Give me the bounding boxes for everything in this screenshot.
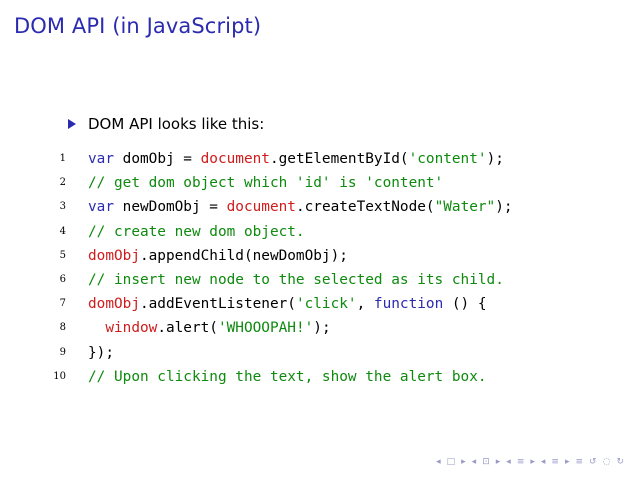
nav-symbol-icon[interactable]: ≡ [575,457,584,467]
line-number: 9 [59,346,66,358]
code-token: // create new dom object. [88,223,305,240]
line-number: 8 [59,322,66,334]
nav-symbol-icon[interactable]: ◂ [471,457,477,467]
code-text: var domObj = document.getElementById('co… [88,147,504,171]
code-token: domObj = [114,151,201,167]
code-line: 9}); [40,341,513,365]
code-token: .createTextNode( [295,199,435,216]
code-token: () { [443,296,487,313]
bullet-text: DOM API looks like this: [88,115,265,133]
code-token: , [356,296,374,313]
code-text: // get dom object which 'id' is 'content… [88,171,443,195]
line-number: 10 [53,370,66,382]
code-token: 'click' [295,296,357,313]
nav-symbol-icon[interactable]: ◂ [506,457,511,467]
code-line: 6 // insert new node to the selected as i… [40,268,513,292]
code-token: "Water" [434,199,496,216]
code-token: document [226,199,296,216]
code-text: domObj.appendChild(newDomObj); [88,244,348,268]
code-token: ); [495,199,513,216]
code-token: ); [486,151,504,167]
nav-symbol-icon[interactable]: ⊡ [482,457,490,467]
code-token: .appendChild(newDomObj); [139,247,348,264]
nav-symbol-icon[interactable]: ▸ [495,457,501,467]
nav-symbol-icon[interactable]: ▸ [530,457,535,467]
code-token: .addEventListener( [139,296,296,313]
code-line: 3 var newDomObj = document.createTextNode… [40,195,513,219]
triangle-bullet-icon [68,119,76,129]
code-line: 8 window.alert('WHOOOPAH!'); [40,316,513,340]
code-text: // insert new node to the selected as it… [88,268,504,292]
code-token: domObj [88,296,140,313]
code-line: 4 // create new dom object. [40,220,513,244]
code-token: newDomObj = [114,199,227,216]
nav-symbol-icon[interactable]: □ [446,457,456,467]
slide-title: DOM API (in JavaScript) [14,14,262,38]
code-token: function [373,296,444,313]
code-token: window [105,320,158,337]
code-text: // Upon clicking the text, show the aler… [88,365,487,389]
code-token: var [88,151,114,167]
line-number: 3 [59,201,66,213]
code-text: }); [88,341,114,365]
code-token: .alert( [157,320,218,337]
code-token: // insert new node to the selected as it… [88,271,504,288]
nav-symbol-icon[interactable]: ◂ [540,457,546,467]
code-text: window.alert('WHOOOPAH!'); [88,316,331,340]
code-line: 1 var domObj = document.getElementById('c… [40,147,513,171]
code-token: .getElementById( [269,151,409,167]
code-token: 'WHOOOPAH!' [217,320,314,337]
nav-symbol-icon[interactable]: ↻ [616,457,624,467]
code-token: 'content' [408,151,487,167]
nav-symbol-icon[interactable]: ▸ [564,457,570,467]
code-token: // Upon clicking the text, show the aler… [88,368,487,385]
code-token: var [88,199,114,216]
code-text: // create new dom object. [88,220,305,244]
code-text: var newDomObj = document.createTextNode(… [88,195,513,219]
line-number: 2 [59,177,66,189]
nav-symbol-icon[interactable]: ↺ [589,457,597,467]
code-line: 5 domObj.appendChild(newDomObj); [40,244,513,268]
line-number: 6 [59,273,66,285]
nav-symbol-icon[interactable]: ◌ [602,457,611,467]
code-token [88,320,105,336]
line-number: 5 [59,249,66,261]
nav-symbol-icon[interactable]: ◂ [436,457,441,467]
bullet-item: DOM API looks like this: [68,115,264,133]
code-token: document [200,151,270,167]
line-number: 4 [59,225,66,237]
line-number: 1 [59,153,66,164]
code-line: 10 // Upon clicking the text, show the al… [40,365,513,389]
nav-symbol-icon[interactable]: ≡ [516,457,525,467]
code-token: domObj [88,247,140,264]
line-number: 7 [59,298,66,310]
code-text: domObj.addEventListener('click', functio… [88,292,487,316]
nav-symbol-icon[interactable]: ▸ [461,457,466,467]
code-line: 7 domObj.addEventListener('click', functi… [40,292,513,316]
code-token: ); [313,320,331,337]
code-line: 2 // get dom object which 'id' is 'conten… [40,171,513,195]
nav-symbol-icon[interactable]: ≡ [551,457,559,467]
beamer-navigation: ◂ □ ▸ ◂ ⊡ ▸ ◂ ≡ ▸ ◂ ≡ ▸ ≡ ↺ ◌ ↻ [436,457,624,467]
code-token: // get dom object which 'id' is 'content… [88,175,444,192]
code-token: }); [88,344,114,361]
